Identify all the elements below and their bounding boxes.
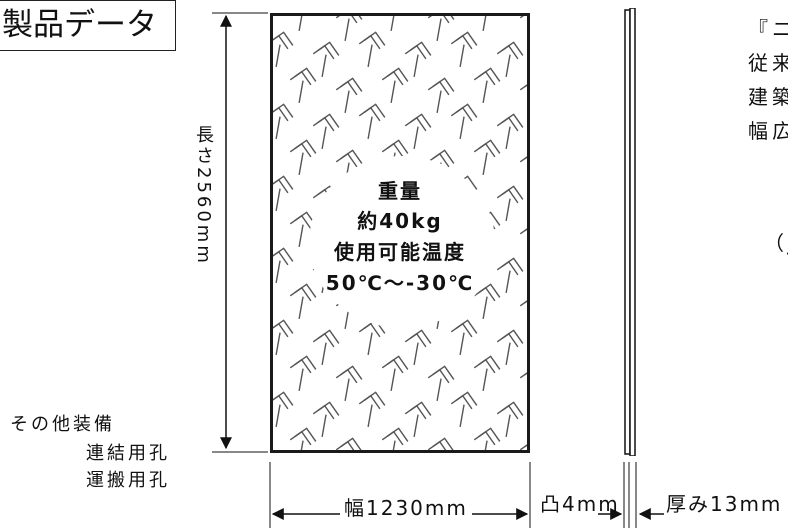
chevron-mark bbox=[427, 365, 455, 402]
chevron-mark bbox=[273, 16, 274, 41]
chevron-mark bbox=[273, 391, 294, 428]
chevron-mark bbox=[273, 438, 274, 453]
chevron-mark bbox=[496, 185, 524, 222]
chevron-mark bbox=[473, 427, 501, 450]
panel-side-view bbox=[624, 8, 636, 456]
equipment-item: 運搬用孔 bbox=[86, 470, 170, 491]
temp-range: 50℃～-30℃ bbox=[325, 271, 475, 295]
cutoff-paren: （Ј bbox=[764, 231, 788, 255]
chevron-mark bbox=[289, 67, 317, 104]
width-label: 幅1230mm bbox=[340, 492, 472, 521]
page-title: 製品データ bbox=[0, 0, 176, 51]
chevron-mark bbox=[473, 355, 501, 392]
chevron-mark bbox=[358, 319, 386, 356]
chevron-mark bbox=[335, 16, 363, 42]
chevron-mark bbox=[298, 16, 304, 32]
chevron-mark bbox=[519, 293, 527, 312]
chevron-mark bbox=[335, 437, 363, 450]
chevron-mark bbox=[273, 78, 274, 113]
weight-label: 重量 bbox=[378, 179, 422, 203]
chevron-mark bbox=[473, 139, 501, 176]
chevron-mark bbox=[496, 113, 524, 150]
chevron-mark bbox=[519, 221, 527, 240]
chevron-mark bbox=[450, 103, 478, 140]
chevron-mark bbox=[273, 103, 294, 140]
chevron-mark bbox=[358, 103, 386, 140]
chevron-mark bbox=[427, 77, 455, 114]
chevron-mark bbox=[519, 365, 527, 384]
equipment-heading: その他装備 bbox=[10, 414, 115, 435]
chevron-mark bbox=[496, 41, 524, 78]
chevron-mark bbox=[482, 16, 488, 32]
chevron-mark bbox=[273, 294, 274, 329]
chevron-mark bbox=[404, 41, 432, 78]
chevron-mark bbox=[381, 355, 409, 392]
cutoff-line: 幅広 bbox=[748, 119, 788, 143]
chevron-mark bbox=[519, 77, 527, 96]
chevron-mark bbox=[450, 31, 478, 68]
cutoff-line: 従来 bbox=[748, 51, 788, 75]
chevron-mark bbox=[450, 319, 478, 356]
chevron-mark bbox=[404, 113, 432, 150]
cutoff-line: 建築 bbox=[748, 85, 788, 109]
chevron-mark bbox=[381, 67, 409, 104]
chevron-mark bbox=[519, 16, 527, 24]
panel-front-view bbox=[270, 13, 530, 453]
chevron-mark bbox=[289, 427, 317, 450]
chevron-mark bbox=[404, 329, 432, 366]
chevron-mark bbox=[427, 437, 455, 450]
spec-bubble bbox=[309, 156, 495, 328]
chevron-mark bbox=[312, 329, 340, 366]
chevron-mark bbox=[312, 41, 340, 78]
thickness-label: 厚み13mm bbox=[666, 492, 783, 516]
chevron-mark bbox=[473, 67, 501, 104]
chevron-mark bbox=[404, 401, 432, 438]
chevron-mark bbox=[312, 401, 340, 438]
cutoff-line: 『ニ bbox=[748, 17, 788, 41]
chevron-mark bbox=[335, 77, 363, 114]
chevron-mark bbox=[427, 16, 455, 42]
chevron-mark bbox=[289, 139, 317, 176]
chevron-mark bbox=[335, 365, 363, 402]
chevron-mark bbox=[273, 31, 294, 68]
chevron-mark bbox=[312, 113, 340, 150]
protrusion-label: 凸4mm bbox=[540, 492, 620, 516]
chevron-mark bbox=[450, 391, 478, 428]
length-label: 長さ2560mm bbox=[193, 125, 214, 266]
chevron-mark bbox=[390, 16, 396, 32]
chevron-mark bbox=[358, 391, 386, 428]
weight-value: 約40kg bbox=[357, 209, 443, 233]
chevron-mark bbox=[358, 31, 386, 68]
chevron-mark bbox=[273, 319, 294, 356]
chevron-mark bbox=[496, 257, 524, 294]
equipment-item: 連結用孔 bbox=[86, 443, 170, 464]
chevron-mark bbox=[519, 437, 527, 450]
chevron-mark bbox=[289, 283, 317, 320]
chevron-mark bbox=[381, 427, 409, 450]
temp-label: 使用可能温度 bbox=[334, 240, 466, 264]
chevron-mark bbox=[273, 247, 294, 284]
chevron-mark bbox=[289, 355, 317, 392]
chevron-mark bbox=[519, 149, 527, 168]
chevron-mark bbox=[473, 283, 501, 320]
chevron-mark bbox=[273, 366, 274, 401]
chevron-mark bbox=[496, 401, 524, 438]
chevron-mark bbox=[273, 175, 294, 212]
chevron-mark bbox=[496, 329, 524, 366]
